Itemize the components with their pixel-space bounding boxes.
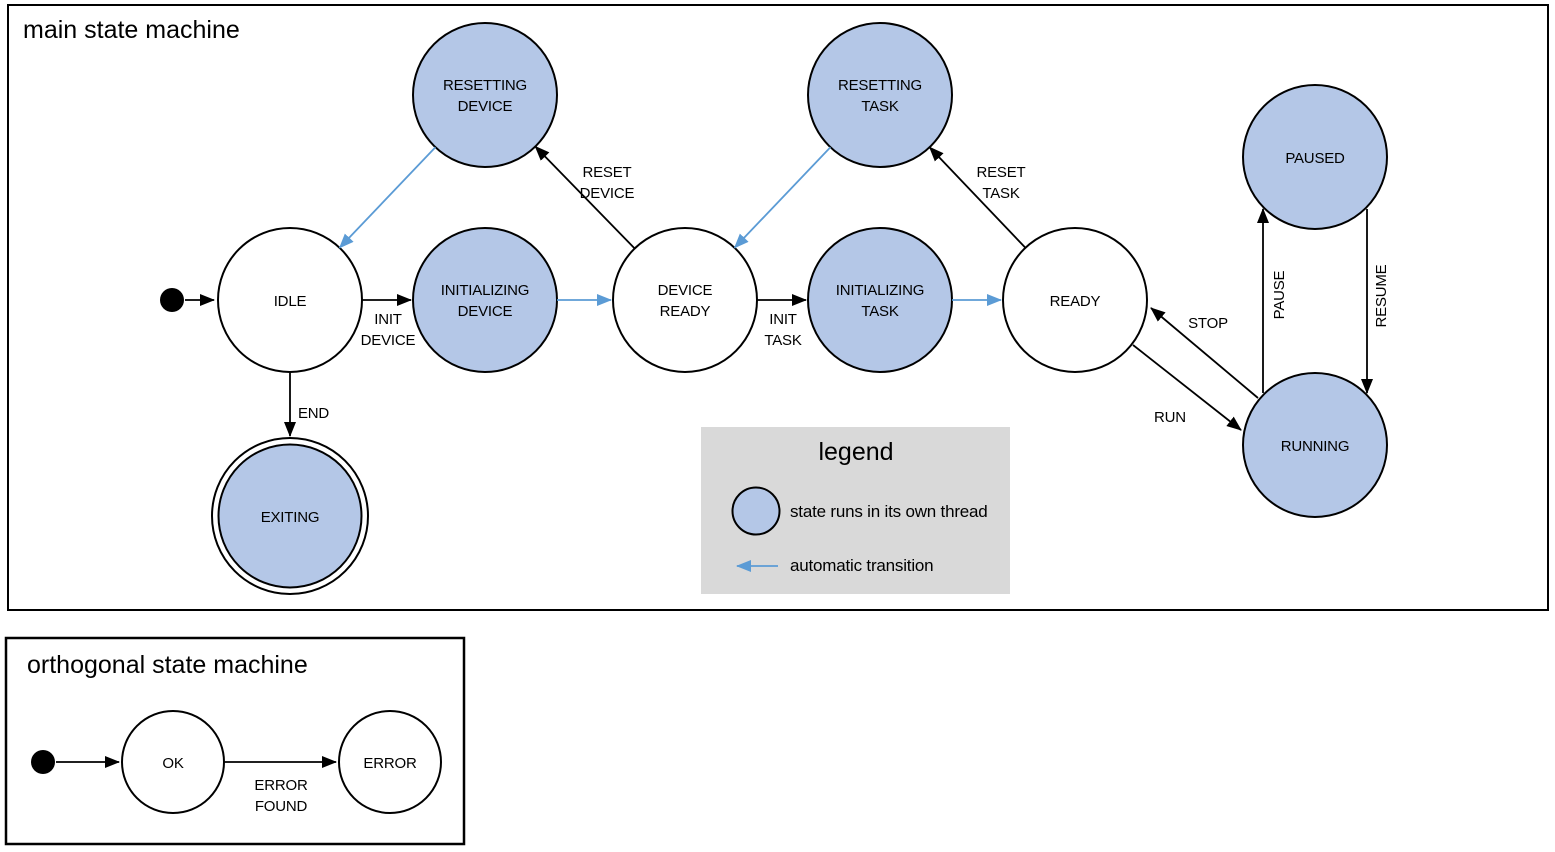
- orthogonal-machine-title: orthogonal state machine: [27, 651, 308, 679]
- state-running-label: RUNNING: [1281, 438, 1350, 455]
- orthogonal-initial-state-dot: [31, 750, 55, 774]
- state-error: [338, 710, 442, 814]
- transition-label-end: END: [298, 405, 329, 422]
- transition-label-error-found-line1: ERROR: [254, 777, 308, 794]
- state-ok-label: OK: [162, 755, 183, 772]
- state-paused: [1242, 84, 1388, 230]
- state-initializing-device-label-line2: DEVICE: [458, 303, 513, 320]
- state-ready: [1002, 227, 1148, 373]
- transition-running-to-ready: [1150, 307, 1259, 399]
- state-initializing-device-label-line1: INITIALIZING: [441, 282, 529, 299]
- state-resetting-device: [412, 22, 558, 168]
- legend-threaded-state-swatch: [731, 486, 781, 536]
- transition-label-reset-task-line1: RESET: [976, 164, 1025, 181]
- state-initializing-task: [807, 227, 953, 373]
- transition-label-init-task-line2: TASK: [764, 332, 801, 349]
- state-exiting: [217, 443, 363, 589]
- transition-device-ready-to-resetting-device: [534, 145, 636, 250]
- legend-auto-transition-label: automatic transition: [790, 556, 933, 575]
- state-paused-label: PAUSED: [1285, 150, 1345, 167]
- transition-label-init-device-line2: DEVICE: [361, 332, 416, 349]
- state-ready-label: READY: [1050, 293, 1101, 310]
- transition-label-run: RUN: [1154, 409, 1186, 426]
- main-machine-transitions: INIT DEVICE INIT TASK RESET DEVICE RESET…: [185, 145, 1390, 437]
- transition-label-pause: PAUSE: [1271, 270, 1288, 319]
- transition-label-reset-device-line2: DEVICE: [580, 185, 635, 202]
- state-resetting-task-label-line1: RESETTING: [838, 77, 922, 94]
- legend-threaded-state-label: state runs in its own thread: [790, 502, 988, 521]
- initial-state-dot: [160, 288, 184, 312]
- transition-label-stop: STOP: [1188, 315, 1228, 332]
- state-error-label: ERROR: [363, 755, 417, 772]
- state-device-ready: [612, 227, 758, 373]
- transition-label-resume: RESUME: [1373, 264, 1390, 327]
- transition-ready-to-resetting-task: [928, 146, 1027, 249]
- state-initializing-task-label-line1: INITIALIZING: [836, 282, 924, 299]
- state-device-ready-label-line1: DEVICE: [658, 282, 713, 299]
- transition-label-init-task-line1: INIT: [769, 311, 797, 328]
- state-resetting-task-label-line2: TASK: [861, 98, 898, 115]
- state-exiting-label: EXITING: [261, 509, 320, 526]
- transition-label-reset-task-line2: TASK: [982, 185, 1019, 202]
- orthogonal-machine-frame: [4, 636, 466, 846]
- main-machine-states: IDLE INITIALIZING DEVICE DEVICE READY IN…: [160, 22, 1388, 595]
- state-resetting-task: [807, 22, 953, 168]
- transition-resetting-task-to-device-ready: [733, 146, 832, 249]
- state-initializing-device: [412, 227, 558, 373]
- state-initializing-task-label-line2: TASK: [861, 303, 898, 320]
- transition-resetting-device-to-idle: [338, 146, 437, 249]
- transition-ready-to-running: [1132, 344, 1242, 431]
- legend-panel: legend state runs in its own thread auto…: [701, 427, 1010, 594]
- main-machine-title: main state machine: [23, 16, 240, 44]
- transition-label-reset-device-line1: RESET: [582, 164, 631, 181]
- transition-label-error-found-line2: FOUND: [255, 798, 308, 815]
- state-idle-label: IDLE: [274, 293, 307, 310]
- transition-label-init-device-line1: INIT: [374, 311, 402, 328]
- state-device-ready-label-line2: READY: [660, 303, 711, 320]
- state-resetting-device-label-line2: DEVICE: [458, 98, 513, 115]
- state-running: [1242, 372, 1388, 518]
- state-resetting-device-label-line1: RESETTING: [443, 77, 527, 94]
- orthogonal-machine: orthogonal state machine OK ERROR FOUND …: [4, 636, 466, 846]
- legend-title: legend: [818, 438, 893, 466]
- main-machine-frame: [7, 4, 1549, 611]
